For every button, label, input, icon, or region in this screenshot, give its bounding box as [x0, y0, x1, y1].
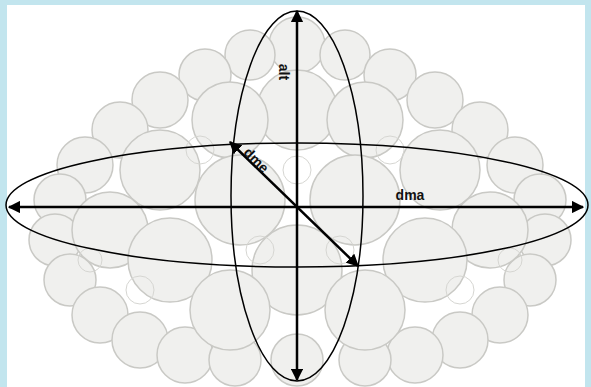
coral-body [29, 17, 571, 386]
minor-diameter-arrow [230, 142, 358, 266]
major-diameter-label: dma [396, 187, 425, 203]
background-panel [7, 5, 585, 387]
coral-texture [78, 136, 522, 304]
vertical-ellipse [231, 11, 363, 381]
height-label: alt [276, 64, 292, 80]
minor-diameter-label: dme [240, 144, 272, 176]
height-arrow [296, 11, 299, 380]
